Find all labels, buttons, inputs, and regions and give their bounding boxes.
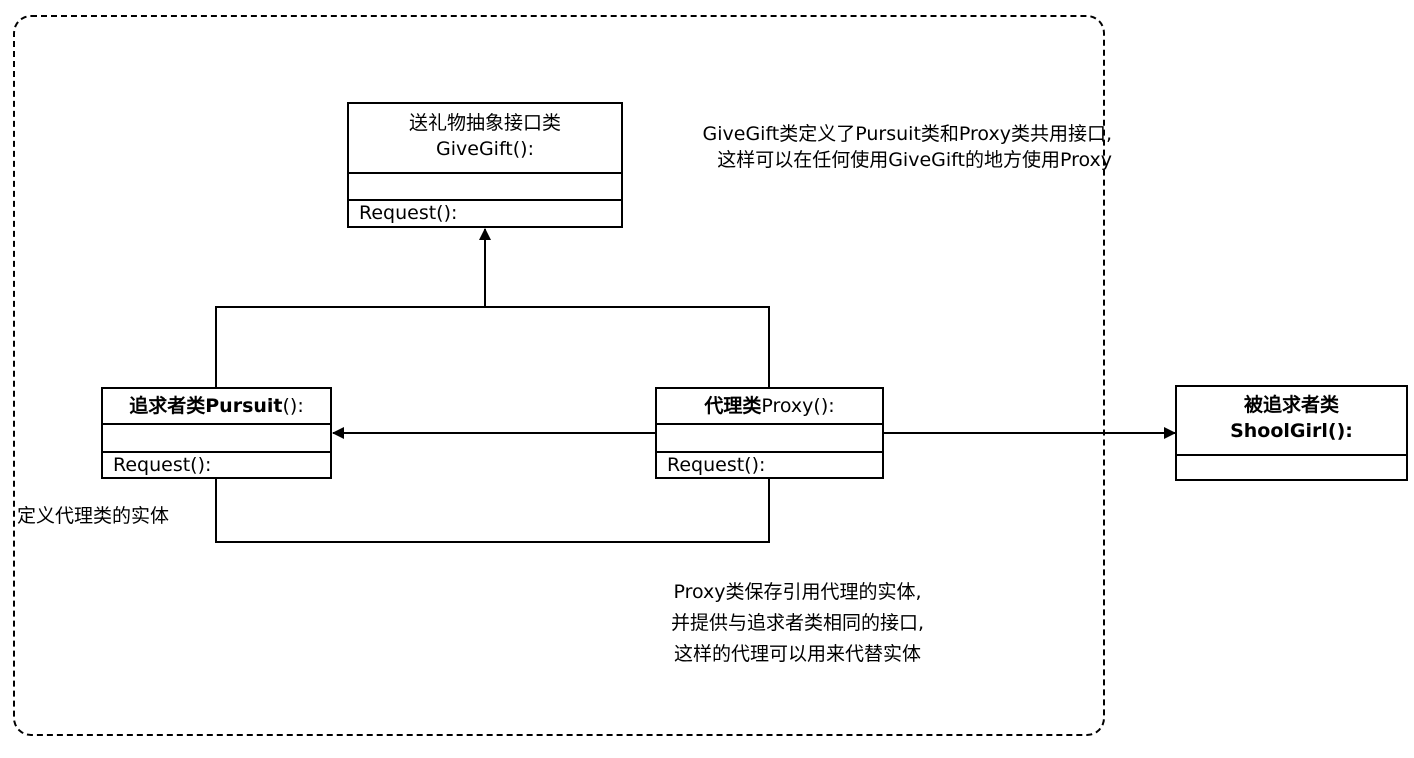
proxy-attributes — [657, 425, 882, 453]
proxy-note-line1: Proxy类保存引用代理的实体, — [673, 581, 922, 603]
givegift-header: 送礼物抽象接口类 GiveGift(): — [349, 104, 621, 174]
pursuit-class-box: 追求者类Pursuit(): Request(): — [101, 387, 332, 479]
proxy-note-line3: 这样的代理可以用来代替实体 — [673, 643, 921, 665]
proxy-operation: Request(): — [667, 454, 766, 476]
proxy-name-bold: 代理类 — [704, 395, 762, 417]
dashed-boundary — [13, 15, 1105, 736]
givegift-name: GiveGift(): — [436, 138, 534, 160]
interface-note-line1: GiveGift类定义了Pursuit类和Proxy类共用接口, — [702, 123, 1112, 145]
givegift-attributes — [349, 174, 621, 201]
pursuit-attributes — [103, 425, 330, 453]
proxy-note-line2: 并提供与追求者类相同的接口, — [670, 612, 925, 634]
schoolgirl-title: 被追求者类 — [1243, 394, 1339, 416]
proxy-name-tail: Proxy(): — [761, 395, 835, 417]
schoolgirl-header: 被追求者类 ShoolGirl(): — [1177, 387, 1406, 456]
schoolgirl-name: ShoolGirl(): — [1230, 420, 1353, 442]
interface-note: GiveGift类定义了Pursuit类和Proxy类共用接口, 这样可以在任何… — [597, 121, 1112, 173]
inheritance-branch-line — [215, 306, 770, 388]
givegift-operation: Request(): — [359, 202, 458, 224]
pursuit-header: 追求者类Pursuit(): — [103, 389, 330, 425]
pursuit-name-tail: (): — [282, 395, 304, 417]
entity-note: 定义代理类的实体 — [17, 505, 170, 527]
proxy-class-box: 代理类Proxy(): Request(): — [655, 387, 884, 479]
pursuit-name-bold: 追求者类Pursuit — [129, 395, 283, 417]
entity-reference-line — [215, 478, 770, 543]
schoolgirl-class-box: 被追求者类 ShoolGirl(): — [1175, 385, 1408, 481]
pursuit-operation: Request(): — [113, 454, 212, 476]
proxy-header: 代理类Proxy(): — [657, 389, 882, 425]
givegift-title: 送礼物抽象接口类 — [408, 112, 561, 134]
interface-note-line2: 这样可以在任何使用GiveGift的地方使用Proxy — [717, 149, 1112, 171]
givegift-class-box: 送礼物抽象接口类 GiveGift(): Request(): — [347, 102, 623, 228]
proxy-note: Proxy类保存引用代理的实体, 并提供与追求者类相同的接口, 这样的代理可以用… — [620, 577, 975, 670]
